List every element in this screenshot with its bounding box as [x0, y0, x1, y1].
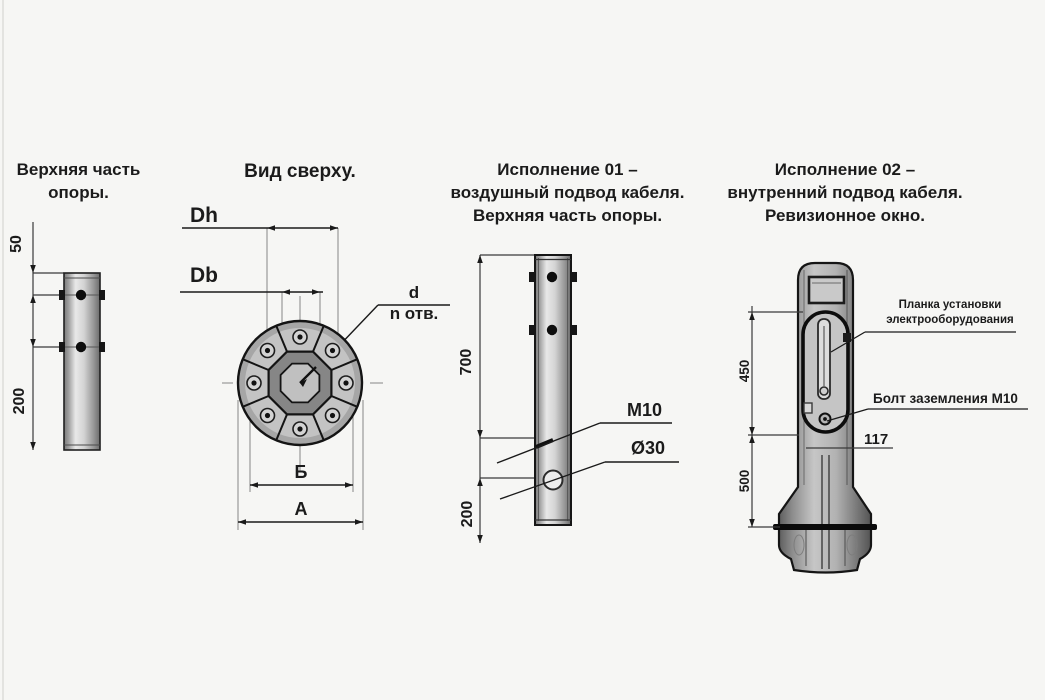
- view4-dim-500: 500: [737, 469, 752, 493]
- view4-window-latch: [843, 333, 851, 342]
- view3-bolt-nub-left-bottom: [529, 325, 535, 335]
- view4-label-plate-line1: Планка установки: [898, 299, 1002, 311]
- view3-dim-200: 200: [459, 500, 476, 528]
- view1-dimension-arrows: [30, 265, 36, 450]
- view3-drawing: [477, 254, 679, 543]
- view4-leader-lines: [826, 331, 1028, 422]
- sheet-left-border: [2, 0, 4, 700]
- view2-drawing: [180, 225, 450, 530]
- view3-bolt-top: [546, 271, 558, 283]
- view1-dim-200: 200: [11, 387, 28, 415]
- view3-leader-lines: [496, 422, 679, 500]
- view4-title: Исполнение 02 – внутренний подвод кабеля…: [715, 158, 975, 227]
- view1-dim-50: 50: [8, 235, 25, 253]
- view2-flange: [236, 319, 364, 447]
- view3-bolt-nub-left-top: [529, 272, 535, 282]
- view2-center-pointer: [299, 366, 317, 384]
- view2-label-hole-count: n отв.: [389, 304, 439, 323]
- view3-pole: [529, 254, 577, 526]
- view2-label-b: Б: [294, 462, 308, 482]
- view2-label-a: А: [294, 499, 308, 519]
- view4-label-ground-bolt: Болт заземления М10: [873, 391, 1018, 406]
- view3-dimension-lines: [479, 254, 535, 543]
- view4-dim-117: 117: [864, 431, 889, 448]
- view1-title-line1: Верхняя часть: [16, 160, 141, 179]
- view3-title-line3: Верхняя часть опоры.: [472, 206, 663, 225]
- view2-label-db: Db: [190, 264, 218, 287]
- view1-dimension-lines: [32, 222, 64, 450]
- view3-dimension-arrows: [477, 255, 483, 543]
- view3-bolt-nub-right-bottom: [571, 325, 577, 335]
- view4-title-line1: Исполнение 02 –: [774, 160, 916, 179]
- view1-bolt-top: [75, 289, 87, 301]
- view3-dim-700: 700: [458, 348, 475, 376]
- view3-title: Исполнение 01 – воздушный подвод кабеля.…: [440, 158, 695, 227]
- view4-dimension-lines: [748, 306, 893, 528]
- view4-top-window: [807, 275, 846, 305]
- view1-pole: [59, 272, 105, 451]
- view1-title: Верхняя часть опоры.: [6, 158, 151, 204]
- view3-title-line1: Исполнение 01 –: [497, 160, 638, 179]
- view4-dim-450: 450: [737, 359, 752, 383]
- view1-title-line2: опоры.: [48, 183, 109, 202]
- view2-title: Вид сверху.: [244, 161, 356, 182]
- view3-label-d30: Ø30: [631, 438, 666, 458]
- view1-bolt-nub-left-top: [59, 290, 65, 300]
- view4-title-line3: Ревизионное окно.: [765, 206, 925, 225]
- view2-label-hole-diameter: d: [408, 283, 420, 302]
- view1-bolt-bottom: [75, 341, 87, 353]
- view4-dimension-arrows: [749, 312, 755, 527]
- view2-dimension-arrows: [238, 225, 363, 525]
- view2-label-dh: Dh: [190, 204, 218, 227]
- view3-bolt-nub-right-top: [571, 272, 577, 282]
- view3-title-line2: воздушный подвод кабеля.: [450, 183, 685, 202]
- view2-dh-dimension: [180, 227, 450, 523]
- view2-flange-segment-lines: [243, 326, 357, 440]
- view1-bolt-nub-right-bottom: [99, 342, 105, 352]
- view3-bolt-bottom: [546, 324, 558, 336]
- view4-base-band: [773, 524, 877, 530]
- view4-label-plate-line2: электрооборудования: [886, 314, 1014, 326]
- view1-bolt-nub-left-bottom: [59, 342, 65, 352]
- view1-bolt-nub-right-top: [99, 290, 105, 300]
- view1-drawing: [30, 222, 105, 451]
- view4-inspection-window: [801, 310, 851, 434]
- view2-flange-holes: [246, 329, 354, 437]
- view3-label-m10: М10: [627, 400, 663, 420]
- view4-title-line2: внутренний подвод кабеля.: [727, 183, 963, 202]
- view4-drawing: [748, 261, 1028, 574]
- view4-notch: [803, 402, 813, 414]
- view3-m10-hole: [535, 438, 554, 449]
